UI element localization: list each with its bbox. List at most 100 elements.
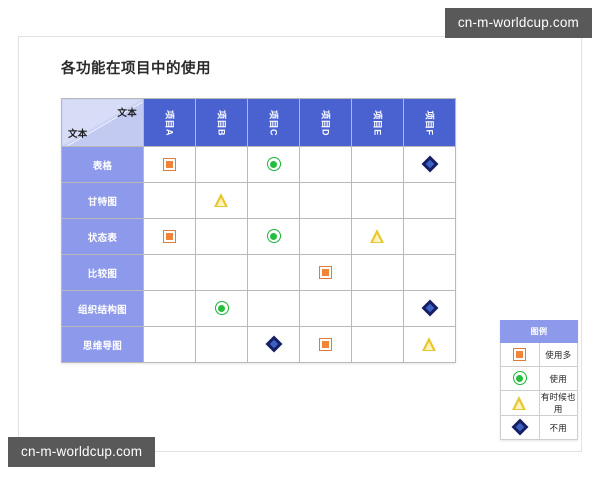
matrix-cell <box>403 290 456 327</box>
row-header-label: 表格 <box>61 146 144 183</box>
table-row: 甘特图 <box>61 182 456 219</box>
list-item: 有时候也用 <box>500 390 578 416</box>
page-title: 各功能在项目中的使用 <box>61 61 211 77</box>
matrix-cell <box>403 218 456 255</box>
watermark-bottom-left: cn-m-worldcup.com <box>8 437 156 467</box>
list-item: 不用 <box>500 415 578 440</box>
matrix-body: 文本 文本 项目A 项目B 项目C 项目D 项目E 项目F 表格 甘 <box>61 98 456 363</box>
corner-diagonal-divider <box>62 99 143 146</box>
column-header-label: 项目C <box>268 109 278 136</box>
column-header-4: 项目D <box>299 98 352 147</box>
matrix-cell <box>143 326 196 363</box>
column-header-label: 项目B <box>216 109 226 136</box>
watermark-top-right: cn-m-worldcup.com <box>444 8 592 38</box>
matrix-cell <box>299 326 352 363</box>
usage-none-diamond-icon <box>267 337 281 351</box>
list-item: 使用多 <box>500 342 578 367</box>
usage-high-square-icon <box>319 265 332 279</box>
matrix-cell <box>299 218 352 255</box>
legend-icon-cell <box>500 390 540 416</box>
row-header-label: 思维导图 <box>61 326 144 363</box>
matrix-cell <box>195 218 248 255</box>
matrix-cell <box>195 146 248 183</box>
row-header-label: 比较图 <box>61 254 144 291</box>
usage-sometimes-triangle-icon <box>512 395 527 410</box>
matrix-cell <box>299 182 352 219</box>
matrix-cell <box>195 182 248 219</box>
legend-body: 图例 使用多 使用 有时候也用 不用 <box>500 320 578 440</box>
usage-high-square-icon <box>163 229 176 243</box>
column-header-2: 项目B <box>195 98 248 147</box>
matrix-cell <box>247 182 300 219</box>
row-header-label: 组织结构图 <box>61 290 144 327</box>
legend-item-label: 使用 <box>538 366 578 391</box>
matrix-cell <box>403 254 456 291</box>
usage-sometimes-triangle-icon <box>214 193 229 208</box>
legend-table: 图例 使用多 使用 有时候也用 不用 <box>500 320 578 440</box>
column-header-1: 项目A <box>143 98 196 147</box>
column-header-6: 项目F <box>403 98 456 147</box>
matrix-cell <box>195 290 248 327</box>
matrix-cell <box>299 254 352 291</box>
usage-high-square-icon <box>163 157 176 171</box>
legend-title: 图例 <box>500 320 578 343</box>
usage-none-diamond-icon <box>423 157 437 171</box>
matrix-cell <box>247 254 300 291</box>
column-header-label: 项目F <box>424 110 434 135</box>
matrix-cell <box>195 326 248 363</box>
table-row: 思维导图 <box>61 326 456 363</box>
table-row: 组织结构图 <box>61 290 456 327</box>
matrix-cell <box>143 182 196 219</box>
usage-normal-circle-icon <box>266 157 281 172</box>
matrix-cell <box>143 290 196 327</box>
matrix-cell <box>247 326 300 363</box>
page-card: 各功能在项目中的使用 文本 文本 项目A 项目B 项目C 项目D 项目E 项目F… <box>18 36 582 452</box>
column-header-label: 项目A <box>164 109 174 136</box>
matrix-cell <box>351 290 404 327</box>
legend-icon-cell <box>500 366 540 391</box>
usage-high-square-icon <box>513 347 527 361</box>
usage-normal-circle-icon <box>512 371 527 386</box>
usage-normal-circle-icon <box>214 301 229 316</box>
matrix-cell <box>143 146 196 183</box>
column-header-5: 项目E <box>351 98 404 147</box>
list-item: 使用 <box>500 366 578 391</box>
corner-label-top-right: 文本 <box>117 108 137 119</box>
table-row: 表格 <box>61 146 456 183</box>
usage-none-diamond-icon <box>513 420 527 434</box>
matrix-corner-cell: 文本 文本 <box>61 98 144 147</box>
matrix-cell <box>403 146 456 183</box>
row-header-label: 甘特图 <box>61 182 144 219</box>
matrix-cell <box>299 290 352 327</box>
matrix-cell <box>195 254 248 291</box>
feature-usage-matrix: 文本 文本 项目A 项目B 项目C 项目D 项目E 项目F 表格 甘 <box>61 98 456 363</box>
table-row: 状态表 <box>61 218 456 255</box>
matrix-cell <box>247 218 300 255</box>
matrix-header-row: 文本 文本 项目A 项目B 项目C 项目D 项目E 项目F <box>61 98 456 147</box>
column-header-label: 项目D <box>320 109 330 136</box>
corner-label-bottom-left: 文本 <box>68 129 88 140</box>
legend-item-label: 有时候也用 <box>538 390 578 416</box>
matrix-cell <box>143 218 196 255</box>
legend-item-label: 不用 <box>538 415 578 440</box>
matrix-cell <box>351 254 404 291</box>
usage-sometimes-triangle-icon <box>422 337 437 352</box>
usage-sometimes-triangle-icon <box>370 229 385 244</box>
row-header-label: 状态表 <box>61 218 144 255</box>
matrix-cell <box>351 326 404 363</box>
legend-icon-cell <box>500 415 540 440</box>
column-header-label: 项目E <box>372 109 382 136</box>
usage-high-square-icon <box>319 337 332 351</box>
column-header-3: 项目C <box>247 98 300 147</box>
usage-none-diamond-icon <box>423 301 437 315</box>
matrix-cell <box>247 146 300 183</box>
usage-normal-circle-icon <box>266 229 281 244</box>
legend-icon-cell <box>500 342 540 367</box>
matrix-cell <box>351 218 404 255</box>
legend-item-label: 使用多 <box>538 342 578 367</box>
matrix-cell <box>351 182 404 219</box>
matrix-cell <box>351 146 404 183</box>
table-row: 比较图 <box>61 254 456 291</box>
matrix-cell <box>403 182 456 219</box>
legend-header-row: 图例 <box>500 320 578 343</box>
